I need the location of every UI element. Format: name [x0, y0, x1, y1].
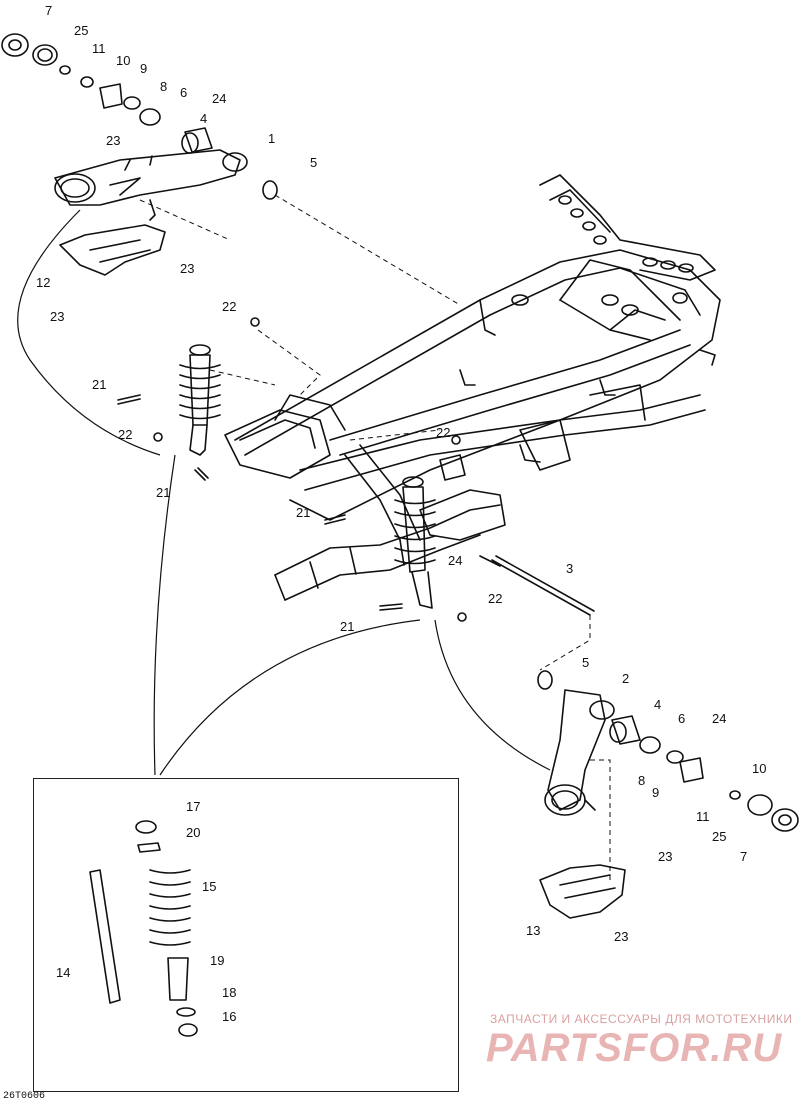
callout-3: 3: [566, 561, 574, 576]
leader-22c: [349, 429, 441, 441]
leader-3: [539, 615, 591, 671]
upper-swing-arm: [54, 149, 248, 221]
callout-7-lower: 7: [740, 849, 748, 864]
callout-4-lower: 4: [654, 697, 662, 712]
callout-1: 1: [268, 131, 276, 146]
callout-11-lower: 11: [696, 809, 710, 824]
callout-11: 11: [92, 41, 106, 56]
shock-parts-inset: [33, 778, 459, 1092]
callout-18: 18: [222, 985, 237, 1000]
callout-7: 7: [45, 3, 53, 18]
callout-21-c: 21: [296, 505, 311, 520]
callout-9-lower: 9: [652, 785, 660, 800]
callout-10-lower: 10: [752, 761, 767, 776]
lower-swing-arm: [544, 689, 615, 816]
callout-4: 4: [200, 111, 208, 126]
callout-21-d: 21: [340, 619, 355, 634]
right-shock: [394, 476, 436, 609]
callout-23-a: 23: [106, 133, 121, 148]
callout-8: 8: [160, 79, 168, 94]
callout-23-c: 23: [50, 309, 65, 324]
callout-23-b: 23: [180, 261, 195, 276]
axle-shaft: [479, 555, 595, 616]
callout-13: 13: [526, 923, 541, 938]
callout-10: 10: [116, 53, 131, 68]
callout-6: 6: [180, 85, 188, 100]
upper-guard-rib: [89, 239, 151, 263]
curve-shock-left: [153, 454, 176, 776]
callout-17: 17: [186, 799, 201, 814]
callout-25: 25: [74, 23, 89, 38]
leader-23e: [590, 759, 611, 880]
left-shock: [179, 344, 221, 456]
leader-hub-upper: [139, 199, 231, 241]
lower-guard-rib: [559, 874, 616, 899]
callout-24-mid: 24: [448, 553, 463, 568]
callout-22-d: 22: [488, 591, 503, 606]
callout-15: 15: [202, 879, 217, 894]
lower-guard: [539, 864, 626, 919]
callout-25-lower: 25: [712, 829, 727, 844]
callout-21-b: 21: [156, 485, 171, 500]
callout-9: 9: [140, 61, 148, 76]
callout-19: 19: [210, 953, 225, 968]
main-frame: [224, 174, 721, 601]
inset-shock-parts: [89, 820, 198, 1037]
watermark-logo: PARTSFOR.RU: [486, 1026, 783, 1070]
leader-5a: [274, 194, 461, 306]
callout-6-lower: 6: [678, 711, 686, 726]
callout-22-c: 22: [436, 425, 451, 440]
callout-14: 14: [56, 965, 71, 980]
watermark-tagline: ЗАПЧАСТИ И АКСЕССУАРЫ ДЛЯ МОТОТЕХНИКИ: [490, 1012, 793, 1026]
callout-8-lower: 8: [638, 773, 646, 788]
curve-guard-12: [17, 209, 161, 456]
callout-5-lower: 5: [582, 655, 590, 670]
curve-shock-right: [159, 619, 421, 776]
callout-22-a: 22: [222, 299, 237, 314]
callout-16: 16: [222, 1009, 237, 1024]
callout-24-lower: 24: [712, 711, 727, 726]
figure-code: 26T0606: [3, 1091, 46, 1102]
callout-22-b: 22: [118, 427, 133, 442]
callout-5: 5: [310, 155, 318, 170]
leader-21a: [209, 369, 276, 386]
curve-shock-right-lower: [434, 619, 551, 771]
callout-12: 12: [36, 275, 51, 290]
leader-22a: [257, 329, 321, 396]
hub-parts-lower: [537, 670, 799, 832]
callout-23-e: 23: [614, 929, 629, 944]
upper-guard: [59, 224, 166, 276]
hub-parts-upper: [1, 33, 278, 200]
callout-23-d: 23: [658, 849, 673, 864]
fasteners: [117, 317, 467, 622]
callout-24-upper: 24: [212, 91, 227, 106]
callout-20: 20: [186, 825, 201, 840]
callout-21-a: 21: [92, 377, 107, 392]
callout-2: 2: [622, 671, 630, 686]
